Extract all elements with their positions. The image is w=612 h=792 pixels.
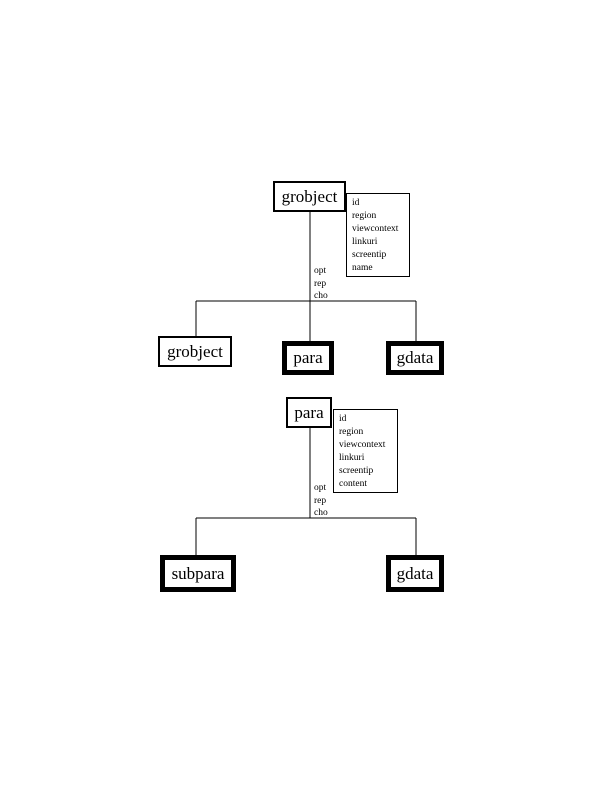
occurrence-item: cho xyxy=(314,291,328,301)
child-node-subpara: subpara xyxy=(160,555,236,592)
attribute-item: viewcontext xyxy=(339,440,386,450)
occurrence-labels: opt rep cho xyxy=(314,482,328,520)
attribute-list: id region viewcontext linkuri screentip … xyxy=(333,409,398,493)
attribute-item: viewcontext xyxy=(352,224,399,234)
child-node-para: para xyxy=(282,341,334,375)
node-label: subpara xyxy=(171,563,225,583)
node-label: grobject xyxy=(167,341,223,361)
attribute-item: region xyxy=(339,427,364,437)
occurrence-item: rep xyxy=(314,495,327,506)
occurrence-labels: opt rep cho xyxy=(314,265,328,303)
child-node-grobject: grobject xyxy=(158,336,232,367)
node-label: para xyxy=(293,348,323,367)
occurrence-item: opt xyxy=(314,266,327,276)
node-label: para xyxy=(294,402,324,422)
child-node-gdata: gdata xyxy=(386,555,444,592)
attribute-item: linkuri xyxy=(339,453,365,463)
attribute-list: id region viewcontext linkuri screentip … xyxy=(346,193,410,277)
attribute-item: linkuri xyxy=(352,237,378,247)
attribute-item: name xyxy=(352,263,373,273)
node-label: gdata xyxy=(396,563,434,583)
occurrence-item: rep xyxy=(314,278,327,289)
root-node-para: para xyxy=(286,397,332,428)
occurrence-item: cho xyxy=(314,508,328,518)
node-label: gdata xyxy=(396,348,434,367)
attribute-item: id xyxy=(339,414,347,424)
attribute-item: content xyxy=(339,479,367,489)
root-node-grobject: grobject xyxy=(273,181,346,212)
node-label: grobject xyxy=(281,186,338,206)
occurrence-item: opt xyxy=(314,483,327,493)
attribute-item: screentip xyxy=(339,466,374,476)
attribute-item: region xyxy=(352,211,377,221)
child-node-gdata: gdata xyxy=(386,341,444,375)
attribute-item: screentip xyxy=(352,250,387,260)
attribute-item: id xyxy=(352,198,360,208)
